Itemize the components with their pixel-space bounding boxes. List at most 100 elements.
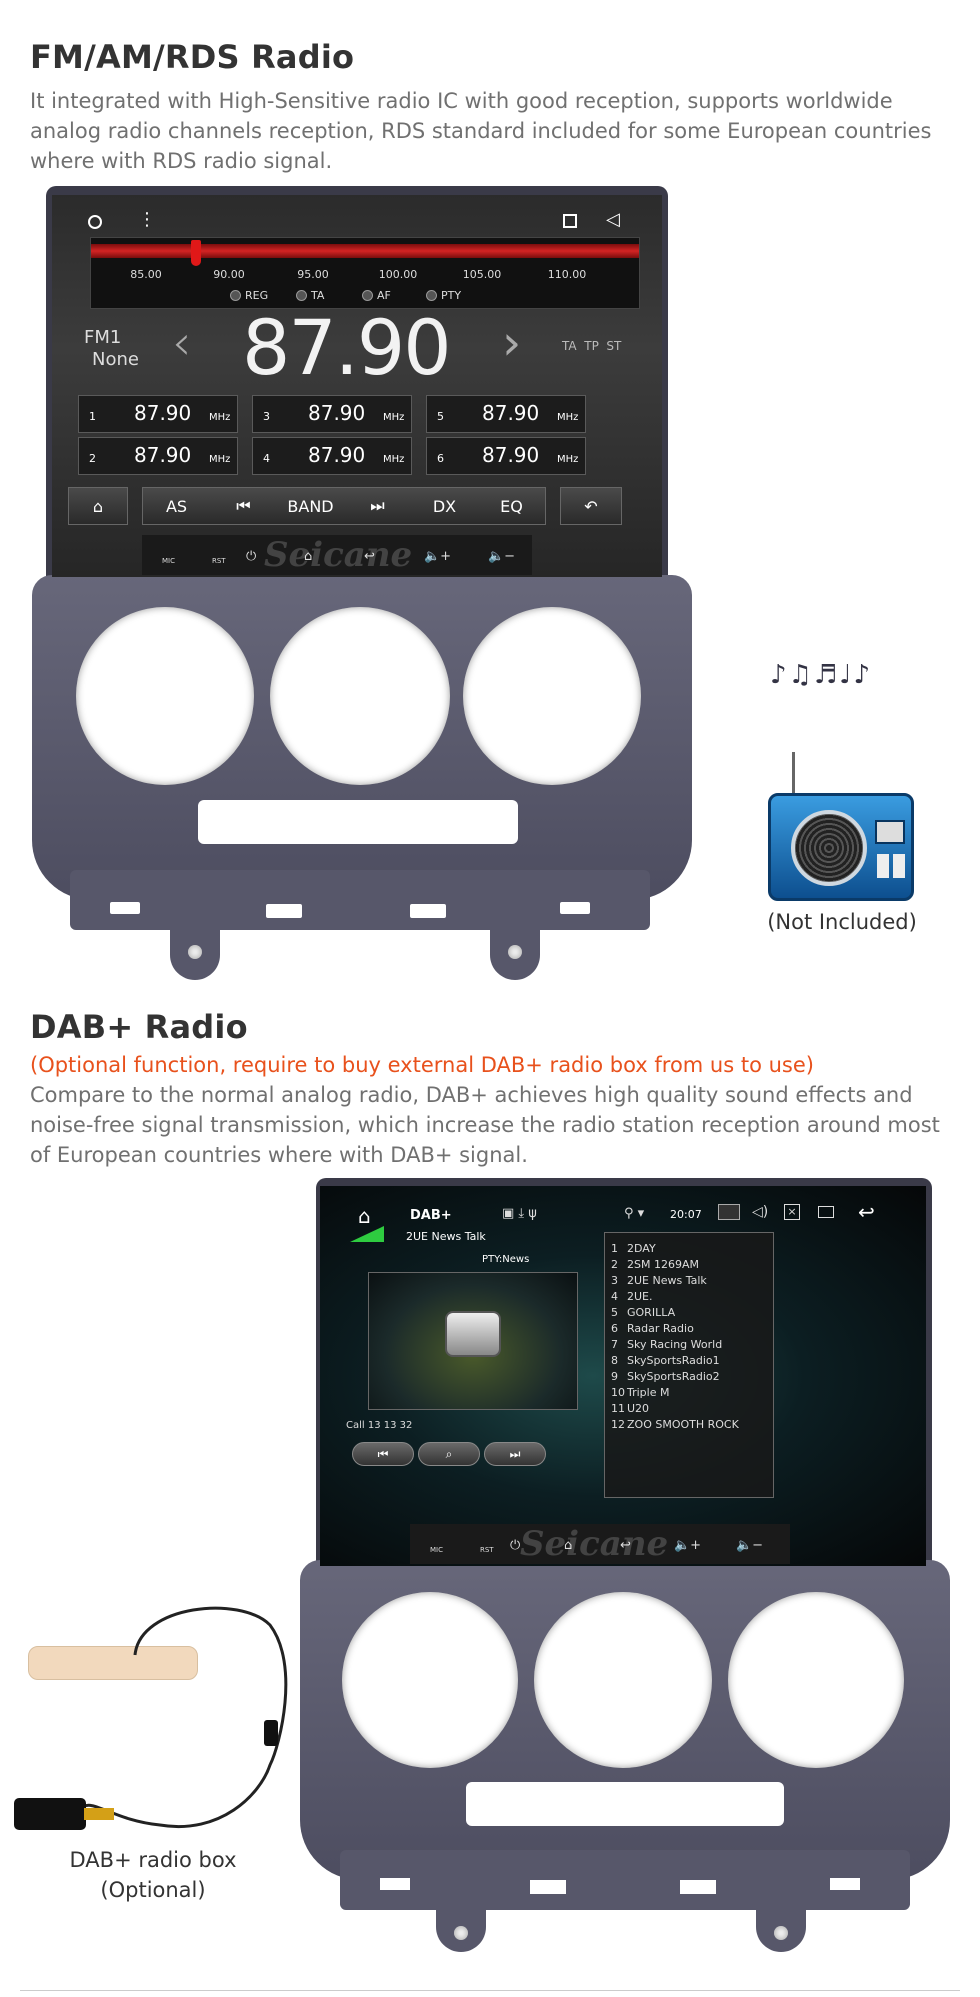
band-button[interactable]: BAND: [287, 496, 334, 516]
square-icon[interactable]: [563, 214, 577, 228]
seicane-watermark: Seicane: [264, 535, 413, 575]
station-info: Call 13 13 32: [346, 1420, 413, 1431]
search-icon: ⌕: [445, 1447, 453, 1461]
circle-icon[interactable]: [88, 215, 102, 229]
rst-label: RST: [480, 1546, 494, 1554]
screw-hole: [508, 945, 522, 959]
vent-hole-left: [76, 607, 254, 785]
radio-icon: [768, 793, 914, 901]
window-icon[interactable]: [818, 1206, 834, 1218]
search-button[interactable]: ⌕: [418, 1442, 480, 1466]
dab-screen: ⌂ DAB+ ▣ ⤓ ψ ⚲ ▾ 20:07 ◁) × ↩ 2UE News T…: [320, 1186, 926, 1566]
cd-slot: [198, 800, 518, 844]
dab-box-plug: [84, 1808, 114, 1820]
hardware-button-strip: [410, 1524, 790, 1564]
volume-up-icon[interactable]: 🔈+: [424, 549, 452, 564]
home-hw-icon[interactable]: ⌂: [304, 549, 313, 564]
next-station-icon[interactable]: ›: [502, 315, 522, 371]
home-hw-icon[interactable]: ⌂: [564, 1538, 573, 1553]
knob: [877, 854, 889, 878]
section-title-dab: DAB+ Radio: [30, 1008, 248, 1046]
volume-down-icon[interactable]: 🔈−: [736, 1538, 764, 1553]
option-af[interactable]: AF: [362, 289, 391, 302]
dab-box-optional: (Optional): [100, 1878, 206, 1902]
band-sub-label: None: [92, 349, 139, 370]
prev-station-icon[interactable]: ‹: [172, 315, 192, 371]
as-button[interactable]: AS: [165, 496, 188, 516]
volume-down-icon[interactable]: 🔈−: [488, 549, 516, 564]
screw-hole: [774, 1926, 788, 1940]
option-reg[interactable]: REG: [230, 289, 268, 302]
tuner-scale[interactable]: 85.00 90.00 95.00 100.00 105.00 110.00: [90, 237, 640, 309]
mount-lug: [380, 1878, 410, 1890]
volume-icon[interactable]: ◁): [752, 1204, 769, 1220]
signal-flags: TA TP ST: [562, 339, 622, 353]
back-hw-icon[interactable]: ↩: [620, 1538, 631, 1553]
mount-lug: [266, 904, 302, 918]
return-button[interactable]: ↶: [560, 487, 622, 525]
mount-lug: [110, 902, 140, 914]
back-icon[interactable]: ↩: [858, 1200, 875, 1224]
power-icon[interactable]: ⏻: [510, 1538, 521, 1553]
app-title: DAB+: [410, 1208, 452, 1223]
back-hw-icon[interactable]: ↩: [364, 549, 375, 564]
clock: 20:07: [670, 1208, 702, 1221]
home-icon: ⌂: [92, 496, 104, 516]
power-icon[interactable]: ⏻: [246, 549, 257, 564]
eq-button[interactable]: EQ: [500, 496, 523, 516]
dial-window: [875, 820, 905, 844]
home-icon[interactable]: ⌂: [358, 1204, 371, 1228]
vent-hole-right: [728, 1592, 904, 1768]
seicane-watermark: Seicane: [520, 1524, 669, 1564]
next-icon[interactable]: ⏭: [370, 496, 385, 515]
scale-tick: 85.00: [130, 268, 162, 281]
previous-button[interactable]: ⏮: [352, 1442, 414, 1466]
hardware-button-strip: [142, 535, 532, 575]
back-triangle-icon[interactable]: ◁: [606, 209, 620, 230]
menu-dots-icon[interactable]: ⋮: [138, 209, 156, 230]
section-description-dab: Compare to the normal analog radio, DAB+…: [30, 1083, 940, 1167]
mount-ear-left: [436, 1896, 486, 1952]
speaker-grille: [791, 810, 867, 886]
next-button[interactable]: ⏭: [484, 1442, 546, 1466]
dx-button[interactable]: DX: [432, 496, 457, 516]
antenna-cable: [78, 1606, 288, 1828]
radio-thumb-icon: [445, 1311, 501, 1357]
home-button[interactable]: ⌂: [68, 487, 128, 525]
screenshot-icon[interactable]: [718, 1204, 740, 1220]
music-notes-icon: ♪♫♬♩♪: [770, 660, 873, 690]
pty-label: PTY:News: [482, 1254, 530, 1265]
band-label: FM1: [84, 327, 122, 348]
previous-icon[interactable]: ⏮: [236, 496, 251, 515]
mic-label: MIC: [430, 1546, 443, 1554]
section-title-fm: FM/AM/RDS Radio: [30, 38, 355, 76]
tuner-needle[interactable]: [191, 240, 201, 266]
close-app-icon[interactable]: ×: [784, 1204, 800, 1220]
mount-lug: [560, 902, 590, 914]
volume-up-icon[interactable]: 🔈+: [674, 1538, 702, 1553]
scale-tick: 105.00: [462, 268, 502, 281]
dab-box-caption: DAB+ radio box: [69, 1848, 237, 1872]
rst-label: RST: [212, 557, 226, 565]
option-ta[interactable]: TA: [296, 289, 324, 302]
option-pty[interactable]: PTY: [426, 289, 461, 302]
